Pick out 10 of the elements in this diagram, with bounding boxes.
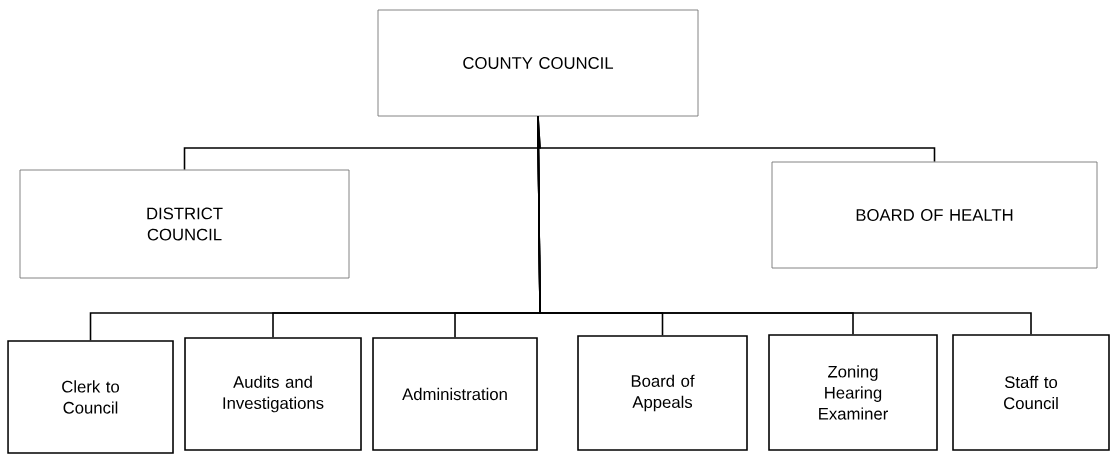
- council-box: COUNTY COUNCIL: [377, 9, 699, 117]
- council-box: DISTRICT COUNCIL: [19, 169, 350, 279]
- office-box: Board of Appeals: [577, 335, 748, 451]
- office-box: Administration: [372, 337, 538, 451]
- office-box: Staff to Council: [952, 334, 1110, 451]
- office-box: Zoning Hearing Examiner: [768, 334, 938, 451]
- office-box: Audits and Investigations: [184, 337, 362, 451]
- office-box: Clerk to Council: [7, 340, 174, 454]
- connector-line: [537, 115, 1032, 335]
- council-box: BOARD OF HEALTH: [771, 161, 1098, 269]
